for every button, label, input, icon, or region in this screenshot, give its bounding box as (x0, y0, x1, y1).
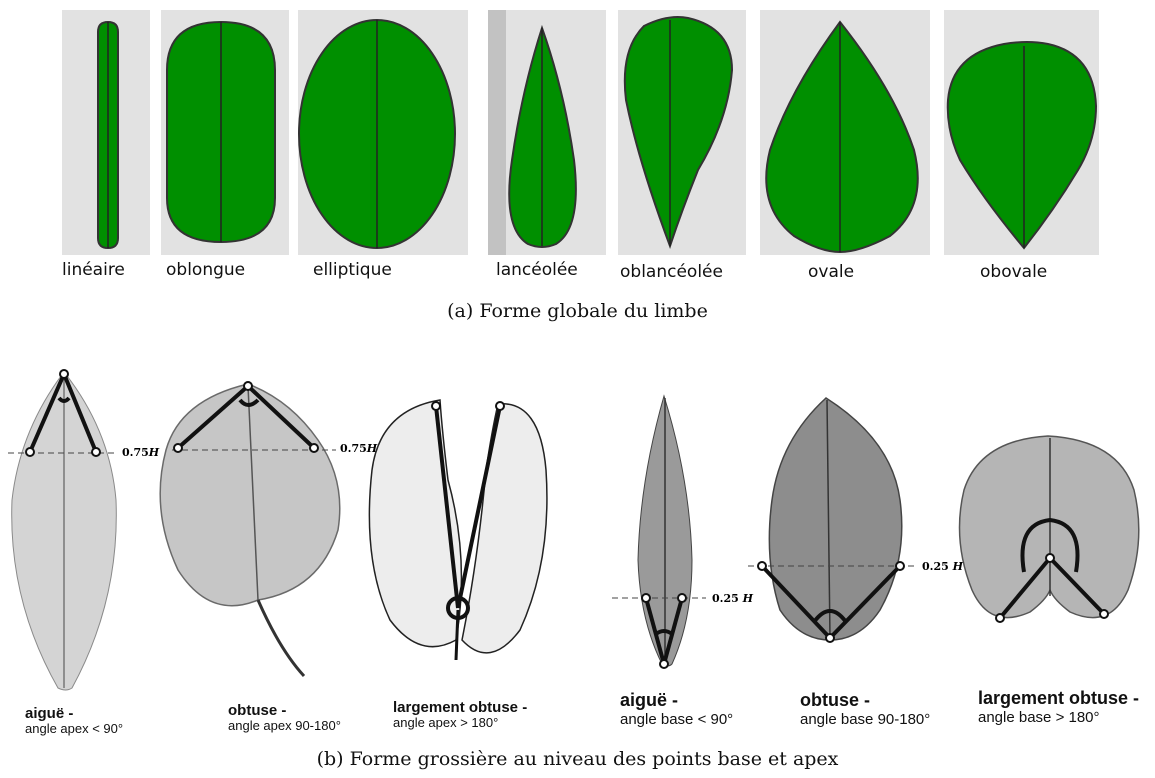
leaf-desc: angle apex > 180° (393, 716, 527, 731)
leaf-name: largement obtuse - (978, 688, 1139, 709)
leaf-shape-elliptique (298, 10, 468, 255)
leaf-shape-lanceolee (488, 10, 606, 255)
marker-label-1: 0.75H (122, 446, 160, 459)
shape-label-elliptique: elliptique (313, 260, 392, 280)
shape-label-lanceolee: lancéolée (496, 260, 578, 280)
caption-b: (b) Forme grossière au niveau des points… (0, 748, 1155, 770)
panel-ovale (760, 10, 930, 255)
marker-label-4: 0.25 H (922, 560, 964, 573)
leaf-label-largement-obtuse-apex: largement obtuse - angle apex > 180° (393, 699, 527, 731)
caption-a: (a) Forme globale du limbe (0, 300, 1155, 322)
leaf-label-largement-obtuse-base: largement obtuse - angle base > 180° (978, 688, 1139, 726)
panel-elliptique (298, 10, 468, 255)
leaf-largement-obtuse-base (960, 436, 1139, 622)
panel-obovale (944, 10, 1099, 255)
leaf-obtuse-base (748, 398, 918, 642)
leaf-label-obtuse-base: obtuse - angle base 90-180° (800, 690, 930, 728)
leaf-name: largement obtuse - (393, 699, 527, 716)
leaf-desc: angle base < 90° (620, 711, 733, 728)
marker-label-2: 0.75H (340, 442, 378, 455)
leaf-desc: angle base 90-180° (800, 711, 930, 728)
leaf-desc: angle apex 90-180° (228, 719, 341, 734)
leaf-shape-oblongue (161, 10, 289, 255)
leaf-angle-illustrations: 0.75H 0.75H 0.25 H 0.25 H (0, 355, 1155, 695)
panel-lanceolee (488, 10, 606, 255)
leaf-name: aiguë - (25, 705, 123, 722)
leaf-name: obtuse - (228, 702, 341, 719)
shape-label-obovale: obovale (980, 262, 1047, 282)
leaf-aigue-base (612, 396, 706, 668)
leaf-name: aiguë - (620, 690, 733, 711)
shape-label-oblanceolee: oblancéolée (620, 262, 723, 282)
panel-oblongue (161, 10, 289, 255)
leaf-shape-ovale (760, 10, 930, 255)
panel-oblanceolee (618, 10, 746, 255)
leaf-label-aigue-apex: aiguë - angle apex < 90° (25, 705, 123, 737)
leaf-aigue-apex (8, 370, 118, 690)
leaf-shape-oblanceolee (618, 10, 746, 255)
panel-lineaire (62, 10, 150, 255)
leaf-name: obtuse - (800, 690, 930, 711)
leaf-obtuse-apex (160, 382, 340, 676)
shape-label-ovale: ovale (808, 262, 854, 282)
shape-label-oblongue: oblongue (166, 260, 245, 280)
marker-label-3: 0.25 H (712, 592, 754, 605)
leaf-shape-lineaire (62, 10, 150, 255)
leaf-label-aigue-base: aiguë - angle base < 90° (620, 690, 733, 728)
leaf-desc: angle apex < 90° (25, 722, 123, 737)
leaf-shape-obovale (944, 10, 1099, 255)
shape-label-lineaire: linéaire (62, 260, 125, 280)
leaf-largement-obtuse-apex (369, 400, 547, 660)
leaf-label-obtuse-apex: obtuse - angle apex 90-180° (228, 702, 341, 734)
leaf-desc: angle base > 180° (978, 709, 1139, 726)
